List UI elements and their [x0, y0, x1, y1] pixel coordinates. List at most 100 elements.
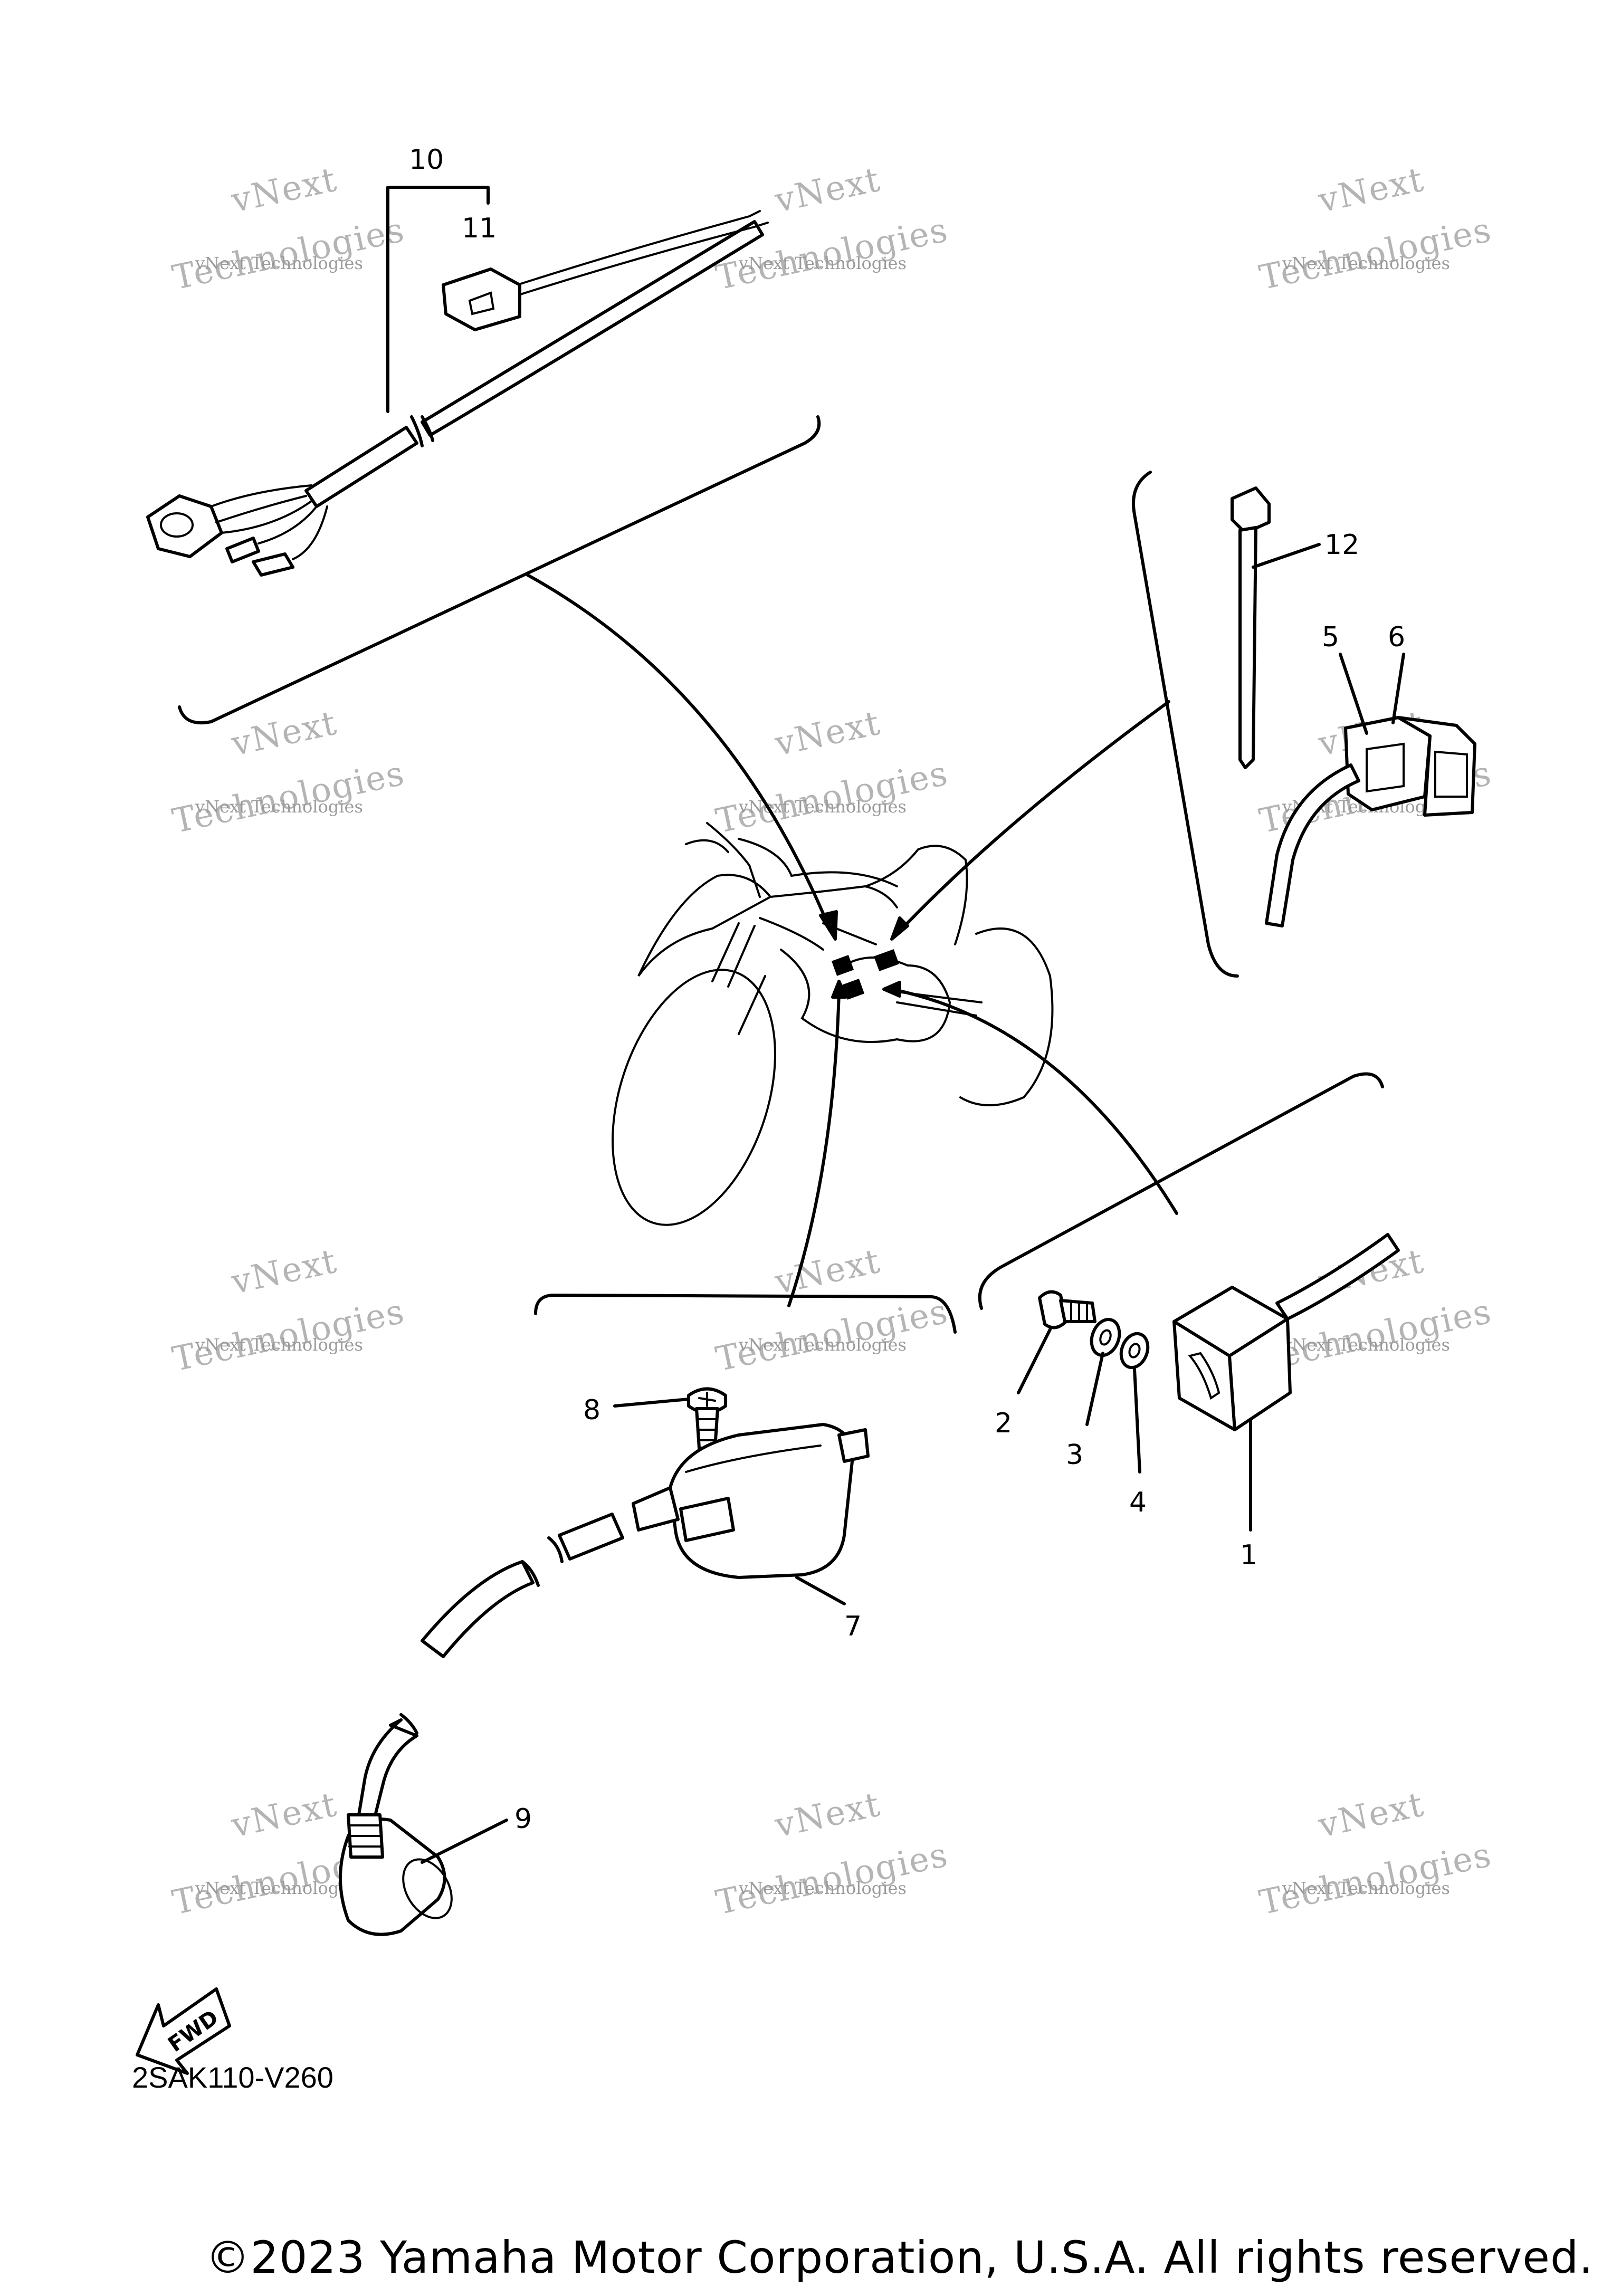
seat: [790, 871, 898, 908]
watermark: vNext Technologies vNext Technologies: [169, 1242, 408, 1380]
frame-bottom-center: [534, 1294, 957, 1334]
tie-and-coupler: [1231, 486, 1476, 927]
callout-12: 12: [1324, 529, 1359, 561]
watermarks: vNext Technologies vNext Technologies vN…: [169, 160, 1495, 1923]
watermark-big-top: vNext: [1314, 1785, 1427, 1846]
coil-top-edge: [685, 1444, 822, 1473]
washer-3-hole: [1099, 1329, 1112, 1346]
part-location-1: [831, 955, 854, 976]
leader-5: [1339, 653, 1368, 735]
coupler-5-cable: [1265, 763, 1360, 927]
coil-body: [669, 1423, 854, 1579]
leader-3: [1085, 1352, 1104, 1426]
cable-tie-head: [1231, 486, 1271, 534]
ignition-coil-7: [632, 1423, 870, 1579]
watermark-big-top: vNext: [771, 1785, 884, 1846]
rear-wheel: [959, 927, 1054, 1106]
callout-2: 2: [995, 1408, 1012, 1439]
coupler-11-slot: [468, 291, 495, 315]
coupler-5-6: [1265, 716, 1476, 927]
callout-9: 9: [514, 1803, 532, 1835]
motorcycle-outline: [612, 822, 1054, 1226]
watermark-small: vNext Technologies: [738, 1335, 907, 1355]
watermark-small: vNext Technologies: [1282, 1335, 1450, 1355]
watermark: vNext Technologies vNext Technologies: [1256, 160, 1495, 298]
bolt-8-thread: [697, 1418, 718, 1441]
front-fender: [637, 874, 773, 977]
harness-terminal-wires: [258, 505, 328, 560]
watermark: vNext Technologies vNext Technologies: [712, 1242, 951, 1380]
cdi-mount-slot: [1188, 1352, 1220, 1400]
watermark-big-top: vNext: [227, 1242, 340, 1303]
detail-frames: [178, 415, 1384, 1334]
watermark-big-top: vNext: [771, 1242, 884, 1303]
washer-4-ring: [1119, 1332, 1150, 1370]
arrow-head-coil: [831, 980, 847, 999]
washer-4: [1119, 1332, 1150, 1370]
front-wheel: [612, 969, 776, 1226]
plug-cap-end: [402, 1858, 453, 1919]
callout-4: 4: [1129, 1487, 1147, 1518]
coupler-6-detail: [1434, 750, 1468, 798]
watermark-small: vNext Technologies: [195, 1335, 363, 1355]
hv-lead-tube-1: [558, 1513, 624, 1561]
callout-7: 7: [844, 1611, 862, 1642]
callout-10: 10: [409, 144, 444, 176]
watermark: vNext Technologies vNext Technologies: [712, 704, 951, 841]
arrow-head-cdi: [882, 981, 901, 998]
cable-tie-12: [1231, 486, 1271, 769]
coupler-5: [1344, 716, 1432, 811]
ignition-coil-group: [339, 1387, 870, 1936]
part-location-2: [874, 949, 899, 971]
arrow-cdi: [890, 988, 1178, 1215]
coil-output: [632, 1486, 680, 1532]
frame-right: [1132, 471, 1239, 978]
watermark-small: vNext Technologies: [195, 797, 363, 817]
leader-arrows: [526, 573, 1178, 1307]
plug-cap-9: [339, 1513, 624, 1936]
callout-1: 1: [1240, 1539, 1257, 1571]
watermark-big-top: vNext: [227, 160, 340, 221]
watermark-small: vNext Technologies: [1282, 253, 1450, 273]
watermark-big-top: vNext: [771, 160, 884, 221]
coupler-11-body: [442, 267, 521, 331]
watermark-big-top: vNext: [227, 704, 340, 764]
hv-lead-tube-2: [421, 1560, 535, 1658]
washer-3: [1090, 1318, 1121, 1357]
callout-leaders: [421, 543, 1405, 1864]
bolt-2-shank: [1059, 1299, 1096, 1323]
swingarm: [896, 991, 983, 1017]
plug-cap-ribs: [348, 1824, 383, 1848]
callout-10-bracket: [386, 186, 490, 413]
harness-tube-lower: [304, 426, 418, 508]
cdi-cable: [1275, 1233, 1400, 1321]
coupler-11: [442, 267, 521, 331]
harness-break: [410, 415, 434, 447]
cdi-body-side: [1228, 1317, 1292, 1431]
callout-11: 11: [462, 213, 497, 244]
bolt-2-thread: [1070, 1301, 1088, 1323]
harness-connector-body: [146, 494, 223, 558]
cable-tie-strap: [1238, 526, 1257, 769]
callout-3: 3: [1066, 1439, 1083, 1471]
watermark-big-top: vNext: [771, 704, 884, 764]
engine: [780, 949, 951, 1043]
callout-8: 8: [583, 1394, 600, 1426]
arrow-coupler: [898, 700, 1170, 933]
watermark: vNext Technologies vNext Technologies: [712, 1785, 951, 1923]
leader-9: [421, 1819, 508, 1864]
harness-connector-lead: [210, 484, 312, 534]
leader-12: [1252, 543, 1321, 569]
bolt-8-cross: [698, 1392, 716, 1407]
harness-terminal-2: [252, 552, 294, 577]
tank: [769, 845, 968, 945]
arrow-harness: [526, 573, 830, 927]
watermark-small: vNext Technologies: [738, 1878, 907, 1898]
washer-3-ring: [1090, 1318, 1121, 1357]
callouts: 1 2 3 4 5 6 7 8 9 10 11 12: [409, 144, 1405, 1835]
coupler-6: [1397, 716, 1476, 817]
harness-wire-end: [748, 210, 769, 228]
watermark-small: vNext Technologies: [195, 1878, 363, 1898]
coil-terminal: [837, 1428, 870, 1463]
